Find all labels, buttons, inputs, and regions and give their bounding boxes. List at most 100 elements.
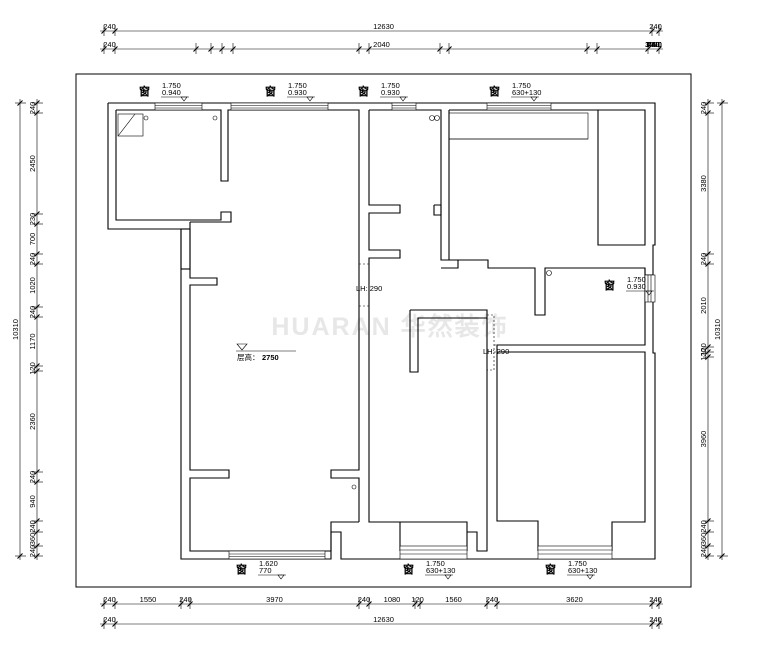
living-room-wall (116, 109, 360, 522)
dimension-value: 3380 (699, 175, 708, 192)
dimension-value: 240 (649, 615, 662, 624)
dimension-value: 700 (28, 233, 37, 246)
dimension-value: 240 (486, 595, 499, 604)
dimension-value: 940 (28, 495, 37, 508)
window-symbol: 窗 (403, 562, 414, 576)
dimension-value: 240 (179, 595, 192, 604)
dimension-right-total: 10310 (713, 99, 728, 560)
walls (107, 102, 656, 560)
dimension-value: 2450 (28, 155, 37, 172)
dimension-value: 240 (647, 40, 660, 49)
window-top-height: 770 (259, 566, 272, 575)
dimension-value: 240 (699, 520, 708, 533)
dimension-value: 1550 (140, 595, 157, 604)
bath-notch (433, 204, 442, 216)
dimension-value: 240 (649, 595, 662, 604)
beams (358, 263, 645, 371)
dimension-value: 120 (411, 595, 424, 604)
dimension-value: 240 (103, 595, 116, 604)
ceiling-value: 2750 (262, 353, 279, 362)
dimension-value: 2010 (699, 297, 708, 314)
dimension-left-detail: 2402450230700240102024011701202360240940… (28, 99, 43, 560)
window-sill-height: 1.750 (288, 81, 307, 90)
dimension-value: 240 (647, 40, 660, 49)
window-sill-height: 1.750 (512, 81, 531, 90)
dimension-value: 12630 (373, 615, 394, 624)
drawing-frame (75, 73, 692, 588)
window-sill-height: 1.620 (259, 559, 278, 568)
right-notch (644, 268, 653, 276)
window-symbol: 窗 (265, 84, 276, 98)
dimension-value: 120 (699, 343, 708, 356)
column (180, 228, 191, 270)
dimension-bottom-total: 240 12630 240 (100, 615, 663, 629)
window-symbol: 窗 (236, 562, 247, 576)
dimension-value: 240 (28, 471, 37, 484)
dimension-value: 240 (28, 102, 37, 115)
bedroom-2-wall (448, 110, 646, 551)
window-symbol: 窗 (489, 84, 500, 98)
dimension-value: 240 (28, 253, 37, 266)
dimension-value: 10310 (713, 319, 722, 340)
outer-wall (107, 102, 656, 560)
dimension-value: 240 (28, 545, 37, 558)
dimension-value: 240 (647, 40, 660, 49)
ceiling-height-label: 层高： 2750 (236, 343, 296, 362)
windows (154, 102, 656, 560)
bedroom-1-wall (449, 109, 646, 246)
window-sill-height: 1.750 (568, 559, 587, 568)
fixtures (117, 112, 589, 490)
kitchen-wall (115, 110, 232, 223)
dimension-value: 2360 (28, 413, 37, 430)
window-symbol: 窗 (545, 562, 556, 576)
window-symbol: 窗 (604, 278, 615, 292)
window-sill-height: 1.750 (162, 81, 181, 90)
dimension-value: 12630 (373, 22, 394, 31)
window-top-height: 0.940 (162, 88, 181, 97)
dimension-value: 3620 (566, 595, 583, 604)
window-symbol: 窗 (358, 84, 369, 98)
center-wall (410, 309, 488, 552)
dimension-value: 410 (647, 40, 660, 49)
corridor-left-wall (368, 110, 401, 551)
window-top-height: 0.930 (381, 88, 400, 97)
dimension-value: 3960 (699, 431, 708, 448)
watermark: HUARAN 华然装饰 (271, 312, 508, 341)
window-sill-height: 1.750 (627, 275, 646, 284)
dimension-value: 3970 (266, 595, 283, 604)
dimension-value: 360 (699, 533, 708, 546)
ceiling-label: 层高： (237, 352, 260, 362)
dimension-left-total: 10310 (11, 99, 26, 560)
dimension-value: 230 (28, 213, 37, 226)
dimension-value: 2040 (373, 40, 390, 49)
dimension-value: 3260 (645, 40, 662, 49)
living-left-wall (189, 222, 359, 552)
dimension-value: 360 (28, 533, 37, 546)
dimension-value: 10310 (11, 319, 20, 340)
window-top-height: 630+130 (568, 566, 597, 575)
dimension-value: 240 (103, 22, 116, 31)
dimension-value: 240 (28, 520, 37, 533)
dimension-value: 240 (103, 40, 116, 49)
dimension-value: 1560 (445, 595, 462, 604)
dimension-value: 1220 (645, 40, 662, 49)
center-inner-wall (409, 310, 487, 373)
bathroom-wall (369, 109, 459, 269)
beam-label-1: LH: 290 (356, 284, 382, 293)
window-sill-height: 1.750 (426, 559, 445, 568)
dimension-value: 120 (28, 362, 37, 375)
dimension-value: 240 (103, 615, 116, 624)
dimension-value: 240 (647, 40, 660, 49)
dimension-value: 1020 (28, 277, 37, 294)
